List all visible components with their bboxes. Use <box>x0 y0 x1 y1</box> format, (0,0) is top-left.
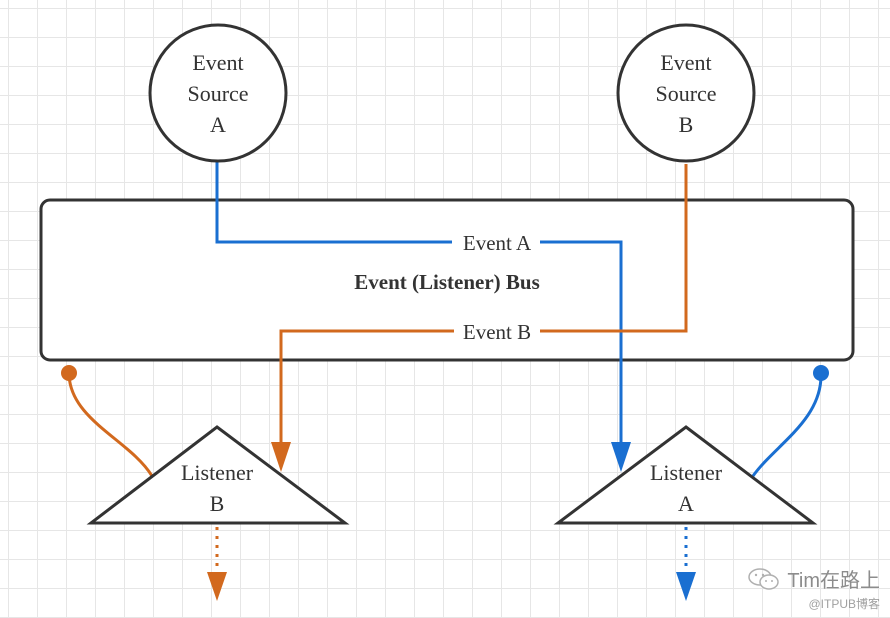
wechat-icon <box>747 567 781 591</box>
listener-b[interactable]: Listener B <box>86 425 350 525</box>
event-source-b-line3: B <box>679 112 694 137</box>
edge-subscribe-b[interactable] <box>61 365 154 477</box>
event-source-a-line2: Source <box>187 81 248 106</box>
listener-a-line2: A <box>678 491 694 516</box>
edge-label-event-a: Event A <box>463 231 532 255</box>
edge-label-event-b: Event B <box>463 320 531 344</box>
arrowhead-event-a <box>611 442 631 472</box>
output-arrowhead-a <box>676 572 696 601</box>
event-source-b[interactable]: Event Source B <box>616 23 756 163</box>
watermark: Tim在路上 @ITPUB博客 <box>747 564 880 612</box>
event-source-a-line3: A <box>210 112 226 137</box>
listener-b-line1: Listener <box>181 460 254 485</box>
watermark-source: @ITPUB博客 <box>808 597 880 611</box>
listener-a[interactable]: Listener A <box>553 425 818 525</box>
listener-b-line2: B <box>210 491 225 516</box>
output-arrow-listener-b <box>207 527 227 601</box>
subscribe-a-anchor-dot <box>813 365 829 381</box>
edge-subscribe-a[interactable] <box>751 365 829 477</box>
output-arrowhead-b <box>207 572 227 601</box>
watermark-author: Tim在路上 <box>787 570 880 592</box>
event-bus-box[interactable] <box>39 198 855 362</box>
listener-a-line1: Listener <box>650 460 723 485</box>
event-source-b-line2: Source <box>655 81 716 106</box>
event-source-a-line1: Event <box>192 50 243 75</box>
event-source-a[interactable]: Event Source A <box>148 23 288 163</box>
subscribe-b-anchor-dot <box>61 365 77 381</box>
arrowhead-event-b <box>271 442 291 472</box>
bus-title: Event (Listener) Bus <box>354 270 540 294</box>
edge-event-b[interactable] <box>271 164 688 472</box>
output-arrow-listener-a <box>676 527 696 601</box>
edge-event-a[interactable] <box>215 162 631 472</box>
event-source-b-line1: Event <box>660 50 711 75</box>
